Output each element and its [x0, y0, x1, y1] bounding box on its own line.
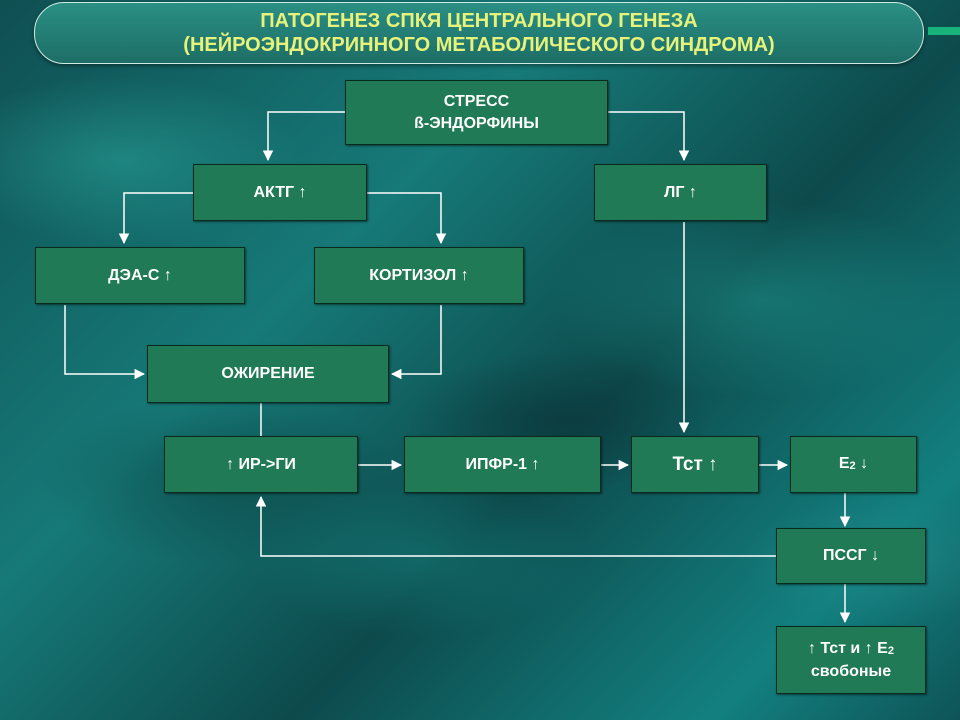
node-free-line1: ↑ Тст и ↑ Е2	[808, 638, 894, 661]
arrow-dea-to-obesity	[64, 305, 146, 380]
node-e2-sub: 2	[849, 460, 856, 472]
node-ipfr: ИПФР-1 ↑	[404, 436, 601, 493]
node-free-line1-sub: 2	[887, 644, 894, 657]
title-line-2: (НЕЙРОЭНДОКРИННОГО МЕТАБОЛИЧЕСКОГО СИНДР…	[183, 34, 775, 56]
node-tst: Тст ↑	[631, 436, 759, 493]
node-ir: ↑ ИР->ГИ	[164, 436, 358, 493]
title-line-1: ПАТОГЕНЕЗ СПКЯ ЦЕНТРАЛЬНОГО ГЕНЕЗА	[260, 10, 698, 32]
arrow-stress-to-actg	[262, 111, 345, 162]
node-e2-arrow: ↓	[855, 455, 869, 472]
node-e2: Е2 ↓	[790, 436, 917, 493]
accent-bar	[928, 27, 960, 35]
arrow-stress-to-lg	[607, 111, 690, 162]
arrow-cortisol-to-obesity	[390, 305, 442, 380]
node-stress: СТРЕСС ß-ЭНДОРФИНЫ	[345, 80, 608, 145]
node-stress-line1: СТРЕСС	[443, 92, 510, 110]
node-stress-line2: ß-ЭНДОРФИНЫ	[414, 114, 539, 132]
node-e2-label: Е2 ↓	[839, 453, 868, 476]
arrow-pssg-to-ir	[255, 495, 776, 557]
slide-title: ПАТОГЕНЕЗ СПКЯ ЦЕНТРАЛЬНОГО ГЕНЕЗА (НЕЙР…	[34, 2, 924, 64]
node-pssg: ПССГ ↓	[776, 528, 926, 584]
node-cortisol: КОРТИЗОЛ ↑	[314, 247, 524, 304]
node-free: ↑ Тст и ↑ Е2 свобоные	[776, 626, 926, 694]
node-e2-main: Е	[838, 455, 850, 472]
node-actg: АКТГ ↑	[193, 164, 367, 221]
arrow-actg-to-cortisol	[367, 192, 447, 245]
node-obesity: ОЖИРЕНИЕ	[147, 345, 389, 403]
node-dea: ДЭА-С ↑	[35, 247, 245, 304]
node-free-line2: свобоные	[810, 662, 892, 680]
node-lg: ЛГ ↑	[594, 164, 767, 221]
node-free-line1-text: ↑ Тст и ↑ Е	[808, 639, 888, 657]
arrow-actg-to-dea	[118, 192, 193, 245]
